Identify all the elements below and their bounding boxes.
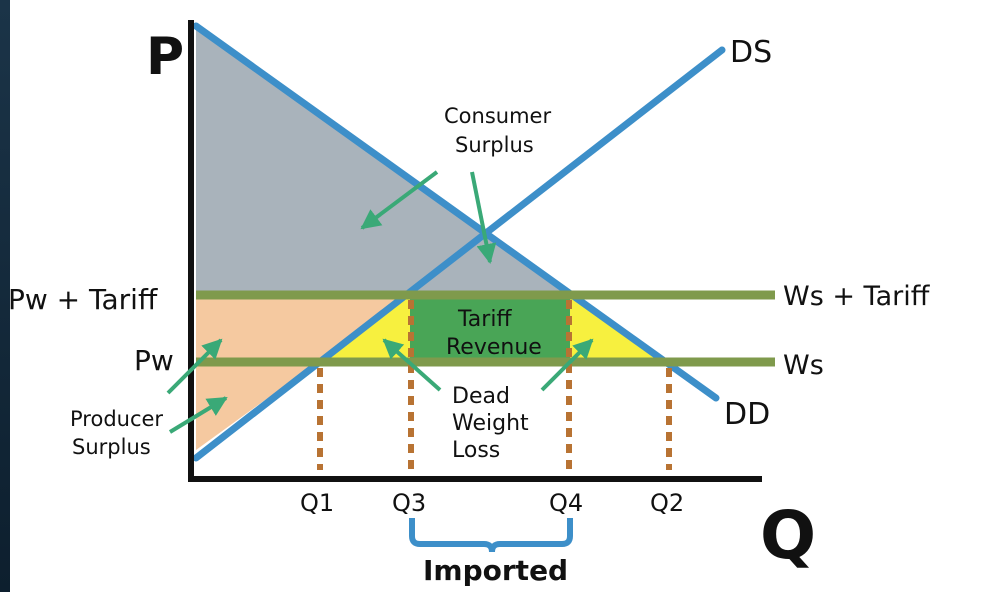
producer-surplus-arrow-2	[168, 396, 228, 434]
producer-surplus-text-line1: Producer	[70, 407, 163, 431]
imported-label: Imported	[423, 554, 568, 587]
dead-weight-loss-text-line2: Weight	[452, 411, 529, 436]
demand-curve	[192, 22, 720, 402]
consumer-surplus-arrow-1	[360, 170, 439, 230]
dead-weight-loss-text-line1: Dead	[452, 384, 510, 409]
world-price-tariff-label: Ws + Tariff	[783, 281, 931, 312]
tariff-revenue-text-line2: Revenue	[446, 335, 542, 360]
consumer-surplus-arrow-2	[470, 171, 497, 264]
q4-label: Q4	[549, 489, 583, 517]
producer-surplus-text-line2: Surplus	[72, 435, 151, 459]
world-price-label: Ws	[783, 350, 824, 381]
imported-bracket	[409, 518, 573, 553]
tariff-revenue-text-line1: Tariff	[457, 307, 512, 332]
q3-label: Q3	[392, 489, 426, 517]
left-window-edge	[0, 0, 10, 592]
x-axis-label: Q	[760, 497, 816, 574]
dead-weight-loss-arrow-right	[540, 338, 594, 392]
producer-surplus-arrow-1	[166, 338, 223, 395]
q1-label: Q1	[300, 489, 334, 517]
supply-curve-label: DS	[730, 35, 772, 70]
supply-curve	[192, 46, 726, 462]
pw-label: Pw	[134, 344, 174, 377]
y-axis-label: P	[146, 27, 184, 87]
tariff-revenue-region	[410, 295, 570, 362]
dead-weight-loss-arrow-left	[382, 338, 442, 392]
pw-tariff-label: Pw + Tariff	[8, 283, 158, 316]
q2-label: Q2	[650, 489, 684, 517]
consumer-surplus-text-line1: Consumer	[444, 104, 551, 128]
dead-weight-loss-text-line3: Loss	[452, 438, 500, 463]
consumer-surplus-text-line2: Surplus	[455, 133, 534, 157]
demand-curve-label: DD	[724, 397, 770, 432]
